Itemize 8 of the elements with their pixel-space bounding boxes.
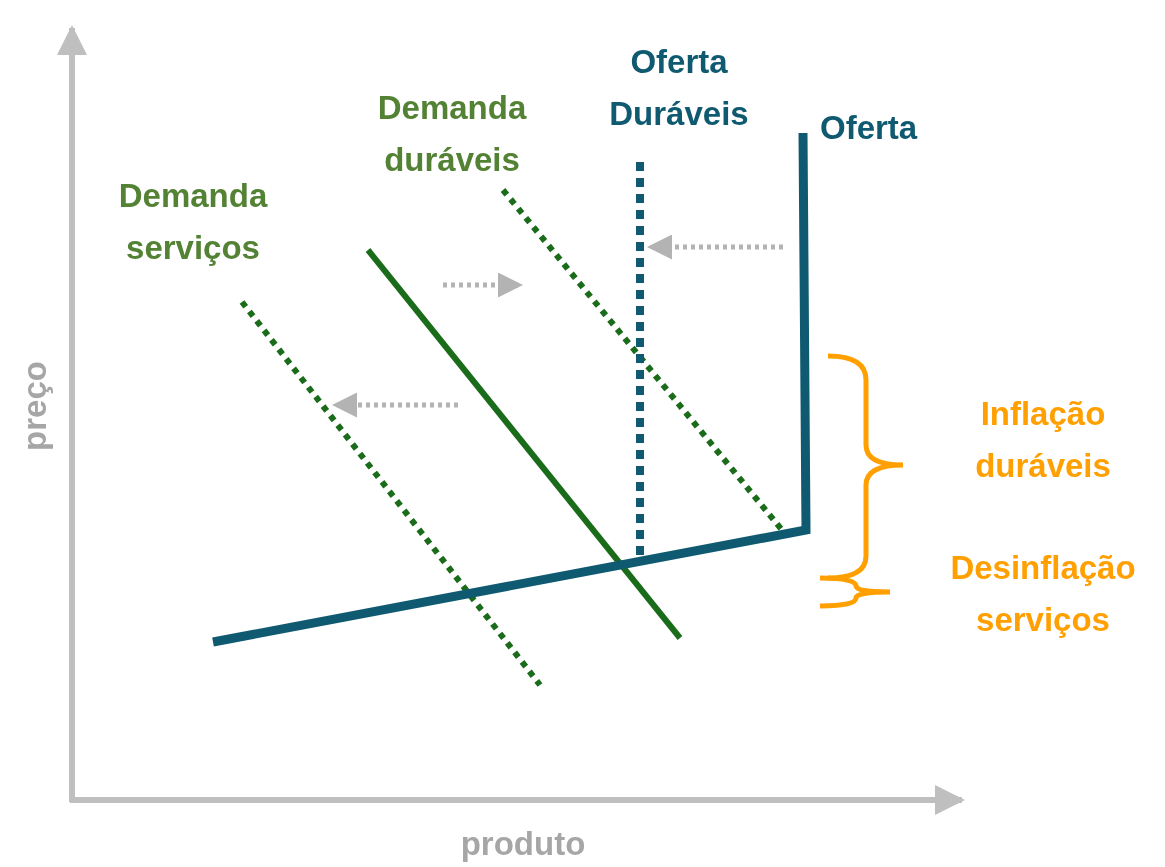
axis-label: produto xyxy=(459,824,587,864)
curve-label: Oferta Duráveis xyxy=(608,42,750,134)
curve-label: Demanda duráveis xyxy=(376,88,528,180)
curve-label: Oferta xyxy=(820,108,919,148)
curve-label: Demanda serviços xyxy=(117,176,269,268)
axis-label: preço xyxy=(15,360,54,453)
annotation-label: Desinflação serviços xyxy=(949,548,1137,640)
annotation-label: Inflação duráveis xyxy=(974,394,1112,486)
